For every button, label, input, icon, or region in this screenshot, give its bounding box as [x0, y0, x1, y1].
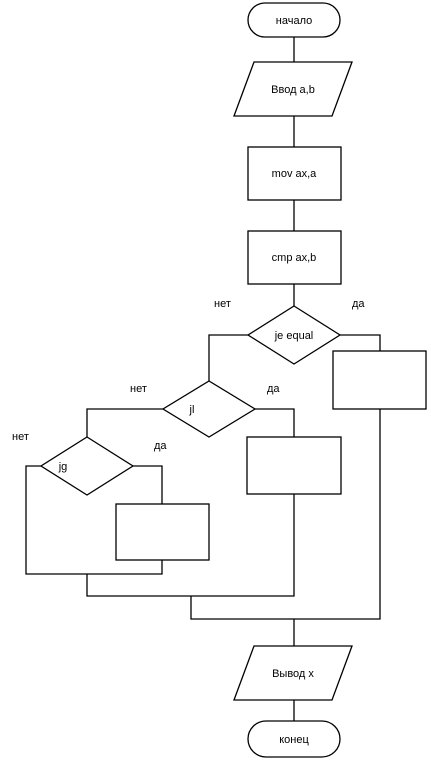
decision-jl-yes-label: да — [267, 383, 280, 395]
decision-je-label: je equal — [274, 330, 314, 342]
mov-label: mov ax,a — [272, 168, 318, 180]
decision-jl: jl нет да — [130, 380, 280, 438]
start-label: начало — [276, 15, 312, 27]
decision-je-equal: je equal нет да — [214, 298, 365, 365]
cmp-label: cmp ax,b — [272, 252, 317, 264]
input-label: Ввод a,b — [271, 84, 315, 96]
end-terminator: конец — [247, 720, 341, 758]
output-label: Вывод x — [272, 668, 314, 680]
input-parallelogram: Ввод a,b — [233, 61, 353, 117]
decision-jg-label: jg — [58, 461, 68, 473]
je-yes-process-box — [332, 350, 427, 410]
decision-je-no-label: нет — [214, 298, 231, 310]
mov-process-box: mov ax,a — [247, 146, 342, 201]
jg-yes-process-box — [115, 503, 210, 561]
decision-jl-label: jl — [189, 404, 195, 416]
cmp-process-box: cmp ax,b — [247, 230, 342, 285]
start-terminator: начало — [247, 2, 341, 38]
decision-jl-no-label: нет — [130, 383, 147, 395]
output-parallelogram: Вывод x — [233, 645, 353, 701]
jl-yes-process-box — [246, 436, 342, 495]
decision-jg: jg нет да — [12, 431, 167, 496]
decision-je-yes-label: да — [352, 298, 365, 310]
decision-jg-yes-label: да — [154, 440, 167, 452]
decision-jg-no-label: нет — [12, 431, 29, 443]
end-label: конец — [279, 734, 309, 746]
connector-lines — [25, 37, 381, 721]
